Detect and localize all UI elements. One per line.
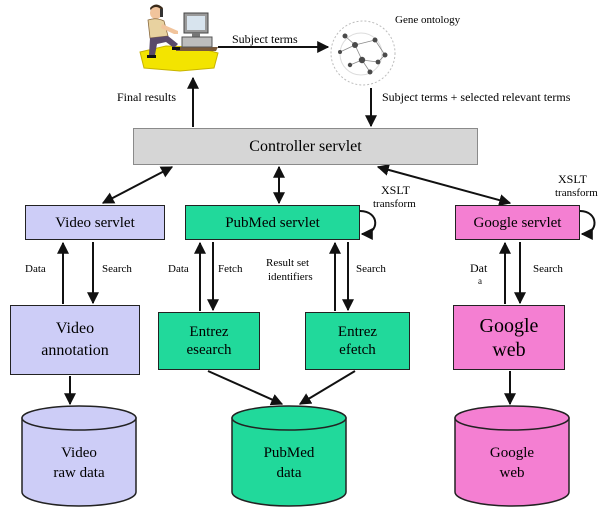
final-results-label: Final results <box>117 90 176 104</box>
google-search-label: Search <box>533 263 563 275</box>
pubmed-search-label: Search <box>356 263 386 275</box>
video-data-label: Data <box>25 263 46 275</box>
result-set-label: Result set <box>266 257 310 269</box>
arrow-google-xslt-loop <box>579 210 596 240</box>
pubmed-data-label: PubMed data <box>230 430 348 496</box>
google-web-box: Google web <box>453 305 565 370</box>
pubmed-data-line1: PubMed <box>263 445 315 461</box>
google-web-db-label: Google web <box>453 430 571 496</box>
google-data-label-cont: a <box>478 276 482 286</box>
video-annotation-line1: Video <box>55 320 95 337</box>
pubmed-data-line2: data <box>276 465 302 481</box>
video-annotation-box: Video annotation <box>10 305 140 375</box>
arrow-controller-google <box>376 164 512 206</box>
arrow-pubmed-xslt-loop <box>359 210 377 240</box>
arrow-controller-video <box>101 166 174 204</box>
entrez-efetch-box: Entrez efetch <box>305 312 410 370</box>
video-raw-data-label: Video raw data <box>20 430 138 496</box>
selected-terms-label: Subject terms + selected relevant terms <box>382 90 571 104</box>
google-data-label: Dat <box>470 261 488 275</box>
google-web-line1: Google <box>479 314 539 337</box>
video-raw-data-database-icon <box>21 405 137 507</box>
video-servlet-label: Video servlet <box>55 214 135 231</box>
video-annotation-line2: annotation <box>41 342 109 359</box>
controller-servlet-label: Controller servlet <box>249 137 362 155</box>
pubmed-transform-label: transform <box>373 198 416 210</box>
google-servlet-box: Google servlet <box>455 205 580 240</box>
pubmed-data-database-icon <box>231 405 347 507</box>
subject-terms-label: Subject terms <box>232 32 298 46</box>
google-web-db-line1: Google <box>489 445 535 461</box>
video-raw-data-line1: Video <box>61 445 97 461</box>
google-web-db-line2: web <box>499 465 525 481</box>
gene-ontology-network-icon <box>330 20 396 86</box>
user-at-computer-icon <box>139 4 219 72</box>
entrez-esearch-line1: Entrez <box>189 324 229 340</box>
controller-servlet-box: Controller servlet <box>133 128 478 165</box>
pubmed-xslt-label: XSLT <box>381 183 410 197</box>
google-transform-label: transform <box>555 187 598 199</box>
entrez-esearch-line2: esearch <box>186 342 232 358</box>
entrez-esearch-box: Entrez esearch <box>158 312 260 370</box>
arrow-efetch-to-pubmed-data <box>298 370 356 405</box>
video-raw-data-line2: raw data <box>53 465 105 481</box>
pubmed-data-label: Data <box>168 263 189 275</box>
pubmed-servlet-label: PubMed servlet <box>225 214 320 231</box>
google-web-line2: web <box>492 338 526 361</box>
entrez-efetch-line2: efetch <box>339 342 376 358</box>
entrez-efetch-line1: Entrez <box>337 324 378 340</box>
google-xslt-label: XSLT <box>558 172 587 186</box>
arrow-esearch-to-pubmed-data <box>207 370 284 406</box>
google-web-database-icon <box>454 405 570 507</box>
pubmed-servlet-box: PubMed servlet <box>185 205 360 240</box>
video-search-label: Search <box>102 263 132 275</box>
gene-ontology-label: Gene ontology <box>395 14 461 26</box>
identifiers-label: identifiers <box>268 271 313 283</box>
video-servlet-box: Video servlet <box>25 205 165 240</box>
pubmed-fetch-label: Fetch <box>218 263 243 275</box>
google-servlet-label: Google servlet <box>473 214 562 231</box>
